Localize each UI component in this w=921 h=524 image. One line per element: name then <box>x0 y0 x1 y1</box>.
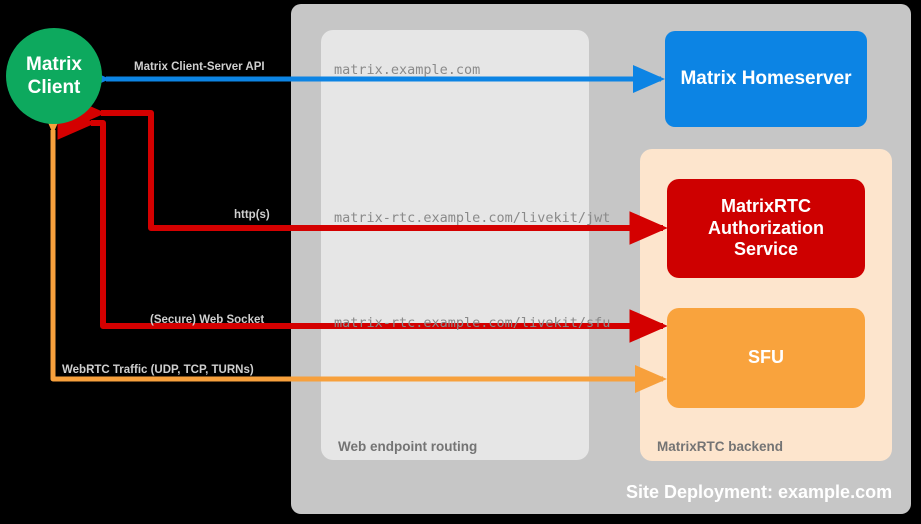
caption-site-deployment: Site Deployment: example.com <box>626 482 893 502</box>
auth-service-label-line2: Authorization <box>708 217 824 238</box>
container-web-endpoint-routing <box>321 30 589 460</box>
connection-label-https-jwt: http(s) <box>234 209 270 221</box>
node-matrix-client[interactable]: Matrix Client <box>6 28 102 124</box>
connection-label-webrtc-traffic: WebRTC Traffic (UDP, TCP, TURNs) <box>62 364 254 376</box>
caption-web-endpoint-routing: Web endpoint routing <box>338 439 478 454</box>
matrix-client-label-line2: Client <box>27 77 81 98</box>
auth-service-label-line3: Service <box>733 239 799 260</box>
node-sfu[interactable]: SFU <box>667 308 865 408</box>
matrix-homeserver-label: Matrix Homeserver <box>680 68 852 90</box>
node-matrixrtc-authorization-service[interactable]: MatrixRTC Authorization Service <box>667 179 865 278</box>
endpoint-label-jwt: matrix-rtc.example.com/livekit/jwt <box>334 210 611 226</box>
caption-matrixrtc-backend: MatrixRTC backend <box>657 439 784 454</box>
matrix-client-label-line1: Matrix <box>26 53 82 75</box>
endpoint-label-sfu: matrix-rtc.example.com/livekit/sfu <box>334 315 611 331</box>
connection-label-matrix-client-server-api: Matrix Client-Server API <box>134 61 265 73</box>
node-matrix-homeserver[interactable]: Matrix Homeserver <box>665 31 867 127</box>
sfu-label: SFU <box>748 347 784 368</box>
connection-label-secure-web-socket: (Secure) Web Socket <box>150 314 265 326</box>
auth-service-label-line1: MatrixRTC <box>720 195 811 216</box>
endpoint-label-matrix: matrix.example.com <box>334 62 481 78</box>
